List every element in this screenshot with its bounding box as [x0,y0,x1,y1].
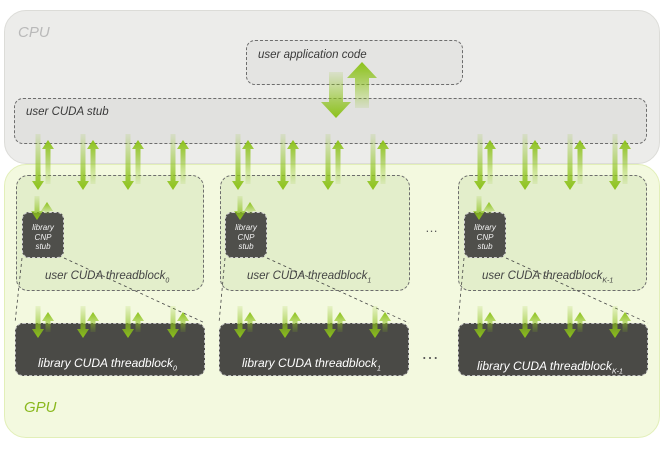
cnp-connector-2-1 [505,257,649,324]
stub-to-user-block-3-up-arrow [177,140,189,184]
stub-to-user-block-5-up-arrow [287,140,299,184]
user-to-library-block-10-down-arrow [564,306,576,338]
stub-to-user-block-9-up-arrow [529,140,541,184]
user-to-library-block-2-down-arrow [122,306,134,338]
user-to-library-block-0-down-arrow [32,306,44,338]
stub-to-user-block-7-up-arrow [377,140,389,184]
cnp-stub-1-line1: library [235,223,257,232]
user-to-library-block-11-down-arrow [609,306,621,338]
stub-to-user-block-6-up-arrow [332,140,344,184]
cnp-stub-2-down-arrow [473,196,485,220]
cnp-stub-1-line3: stub [238,242,254,251]
cnp-stub-k-1-line2: CNP [476,232,494,242]
user-to-library-block-0-up-arrow [42,312,54,332]
stub-to-user-block-8-up-arrow [484,140,496,184]
stub-to-user-block-1-down-arrow [77,134,89,190]
user-application-code-label: user application code [258,49,367,61]
user-to-library-block-7-up-arrow [379,312,391,332]
cnp-connector-0-0 [14,257,23,324]
stub-to-user-block-0-down-arrow [32,134,44,190]
user-to-library-block-6-up-arrow [334,312,346,332]
cnp-stub-0-line1: library [32,223,54,232]
user-to-library-block-4-up-arrow [244,312,256,332]
ellipsis-lower: … [421,343,440,363]
cnp-connector-1-0 [218,257,226,324]
library-threadblock-1-label: library CUDA threadblock1 [242,356,381,373]
stub-to-user-block-2-down-arrow [122,134,134,190]
user-to-library-block-9-down-arrow [519,306,531,338]
library-cnp-stub-0: library CNP stub [22,212,64,258]
cnp-stub-1-down-arrow [234,196,246,220]
stub-to-user-block-5-down-arrow [277,134,289,190]
user-threadblock-k-1-label: user CUDA threadblockK-1 [482,270,614,285]
user-to-library-block-1-up-arrow [87,312,99,332]
user-to-library-block-3-down-arrow [167,306,179,338]
stub-to-user-block-11-down-arrow [609,134,621,190]
user-to-library-block-5-up-arrow [289,312,301,332]
stub-to-user-block-6-down-arrow [322,134,334,190]
connector-lines [14,257,649,324]
stub-to-user-block-9-down-arrow [519,134,531,190]
cnp-stub-2-up-arrow [483,202,495,214]
user-to-library-block-1-down-arrow [77,306,89,338]
user-threadblock-0-label: user CUDA threadblock0 [45,270,170,285]
user-to-library-block-6-down-arrow [324,306,336,338]
user-to-library-block-3-up-arrow [177,312,189,332]
cnp-stub-0-line3: stub [35,242,51,251]
stub-to-user-block-4-down-arrow [232,134,244,190]
stub-to-user-block-4-up-arrow [242,140,254,184]
cpu-label: CPU [18,24,50,41]
arrow-group [31,62,631,338]
cnp-stub-1-up-arrow [244,202,256,214]
user-cuda-stub-label: user CUDA stub [26,106,109,118]
cnp-connector-0-1 [63,257,206,324]
cnp-connector-2-0 [457,257,465,324]
stub-to-user-block-11-up-arrow [619,140,631,184]
cnp-stub-0-down-arrow [31,196,43,220]
ellipsis-upper: … [425,220,439,235]
stub-to-user-block-10-down-arrow [564,134,576,190]
cnp-stub-k-1-line3: stub [477,242,493,251]
cnp-stub-k-1-line1: library [474,223,496,232]
user-to-library-block-8-down-arrow [474,306,486,338]
user-to-library-block-5-down-arrow [279,306,291,338]
stub-to-user-block-10-up-arrow [574,140,586,184]
app-to-stub-down-arrow [321,72,351,118]
stub-to-app-up-arrow [347,62,377,108]
cnp-stub-1-line2: CNP [237,232,255,242]
user-to-library-block-2-up-arrow [132,312,144,332]
stub-to-user-block-1-up-arrow [87,140,99,184]
user-to-library-block-10-up-arrow [574,312,586,332]
user-to-library-block-9-up-arrow [529,312,541,332]
stub-to-user-block-7-down-arrow [367,134,379,190]
stub-to-user-block-3-down-arrow [167,134,179,190]
gpu-label: GPU [24,399,57,416]
library-cnp-stub-k-1: library CNP stub [464,212,506,258]
stub-to-user-block-2-up-arrow [132,140,144,184]
library-threadblock-0-label: library CUDA threadblock0 [38,356,177,373]
library-cnp-stub-1: library CNP stub [225,212,267,258]
stub-to-user-block-0-up-arrow [42,140,54,184]
cnp-connector-1-1 [266,257,410,324]
user-to-library-block-8-up-arrow [484,312,496,332]
cnp-stub-0-line2: CNP [34,232,52,242]
user-to-library-block-7-down-arrow [369,306,381,338]
stub-to-user-block-8-down-arrow [474,134,486,190]
cnp-stub-0-up-arrow [41,202,53,214]
user-to-library-block-11-up-arrow [619,312,631,332]
library-threadblock-k-1-label: library CUDA threadblockK-1 [477,359,623,376]
user-to-library-block-4-down-arrow [234,306,246,338]
